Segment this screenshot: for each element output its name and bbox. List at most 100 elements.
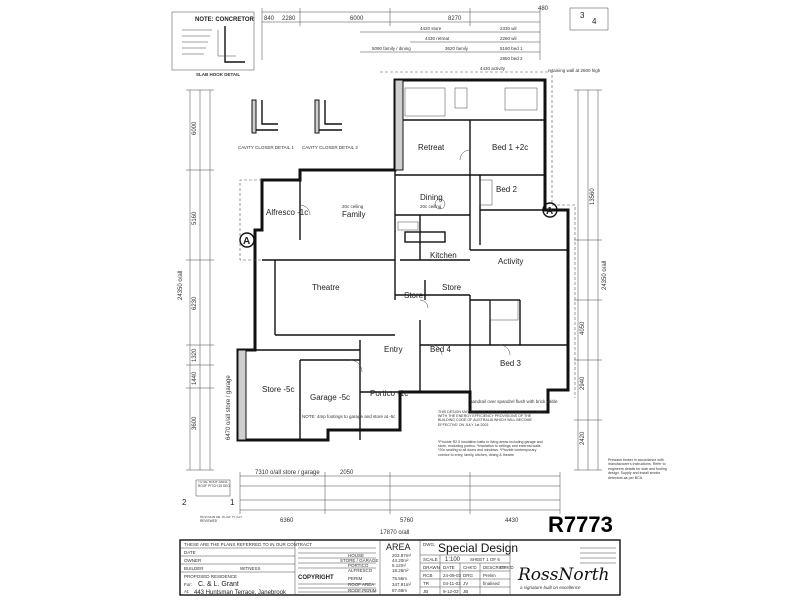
dim-right: 2420 <box>580 431 586 445</box>
dim-right: 24350 o/all <box>602 261 608 290</box>
section-mark: A <box>546 206 553 217</box>
room-label-bed-2: Bed 2 <box>496 185 517 194</box>
proposed-residence-label: PROPOSED RESIDENCE <box>184 574 237 579</box>
dim-bottom: 5760 <box>400 518 414 524</box>
at-label: At: <box>184 589 190 594</box>
external-walls <box>236 78 570 442</box>
room-label-store-garage: Store -5c <box>262 385 294 394</box>
kitchen-sink <box>397 221 419 231</box>
site-address: 443 Huntsman Terrace, Janebrook <box>194 590 287 596</box>
for-label: For: <box>184 582 192 587</box>
door-swing <box>299 149 511 373</box>
client-name: C. & L. Grant <box>198 581 239 588</box>
slab-hook-section <box>224 26 245 63</box>
area-label: PERIM <box>348 576 363 581</box>
rev-cell: 9-12-03 <box>443 589 459 594</box>
dim-left: 5160 <box>192 211 198 225</box>
dim-bottom: 17870 o/all <box>380 530 409 536</box>
rev-cell: 04-11-03 <box>443 581 461 586</box>
title-block-grid <box>180 540 511 595</box>
rev-cell: finalised <box>483 581 500 586</box>
area-value: 347.91m² <box>392 582 412 587</box>
company-logo: RossNorth <box>517 565 610 585</box>
room-label-store: Store <box>442 283 462 292</box>
dim-left: 24350 o/all <box>178 271 184 300</box>
area-table: HOUSE 203.87m² STORE / GARAGE 44.20m² PO… <box>340 553 412 593</box>
slab-hook-reinforcement <box>217 30 236 57</box>
dim-right: 2940 <box>580 376 586 390</box>
area-label: STORE / GARAGE <box>340 558 378 563</box>
roof-note: TOTAL ROOF AREA ROOF PITCH 25 DEG <box>198 481 230 488</box>
dim-top: 3620 family <box>445 46 469 51</box>
dim-left: 6230 <box>192 296 198 310</box>
area-value: 18.26m² <box>392 568 409 573</box>
left-dimension-ticks <box>186 89 214 471</box>
dim-left: 3600 <box>192 416 198 430</box>
cavity-closer-2-brick <box>314 99 320 134</box>
dim-right: 13560 <box>590 188 596 205</box>
garage-footing-note: NOTE: 4mp footings to garage and store a… <box>302 414 396 419</box>
handrail-note: handrail over spandrel flush with brick … <box>470 399 558 404</box>
roof-note-box <box>195 479 231 497</box>
top-dimension-ticks <box>261 8 541 60</box>
bottom-dimension-lines <box>240 475 560 511</box>
section-mark-circle <box>542 202 558 218</box>
drawn-label: DRAWN <box>423 565 440 570</box>
dim-bottom: 7310 o/all store / garage <box>255 470 320 476</box>
section-mark: A <box>243 236 250 247</box>
sheet-corner-number: 4 <box>592 17 597 26</box>
sheet-corner-box <box>569 7 609 31</box>
rev-cell: TR <box>423 581 430 586</box>
slab-hook-label: SLAB HOOK DETAIL <box>196 72 240 77</box>
dim-top: 8270 <box>448 16 462 22</box>
dim-top: 4430 activity <box>480 66 506 71</box>
dim-top: 6000 <box>350 16 364 22</box>
room-label-retreat: Retreat <box>418 143 445 152</box>
dim-bottom: 6360 <box>280 518 294 524</box>
area-value: 5.12m² <box>392 563 407 568</box>
rev-cell: JB <box>423 589 428 594</box>
roof-overhang-line <box>380 71 576 398</box>
dim-top: 4430 retreat <box>425 36 450 41</box>
bathroom-fixtures <box>489 299 519 321</box>
dim-left: 6000 <box>192 121 198 135</box>
rev-cell: JV <box>463 581 468 586</box>
scale-label: SCALE <box>423 557 438 562</box>
ensuite-fixtures <box>404 87 446 117</box>
rev-cell: DRG <box>463 573 473 578</box>
insulation-note: *Provide R2.5 insulation batts to living… <box>438 440 543 457</box>
sheet-notes-frame: Prewash timber in accordance with manufa… <box>608 458 667 480</box>
room-label-portico: Portico -1c <box>370 389 408 398</box>
dim-top: 2850 bed 2 <box>500 56 523 61</box>
rev-header: CHK'D <box>463 565 477 570</box>
dim-bottom: 2050 <box>340 470 354 476</box>
room-label-store: Store <box>404 291 424 300</box>
bottom-dimension-ticks <box>239 472 561 514</box>
garage-wall-hatch <box>237 349 247 441</box>
rev-cell: Prelim <box>483 573 496 578</box>
company-tagline: a signature built on excellence <box>520 585 581 590</box>
scale-value: 1:100 <box>445 557 461 563</box>
dim-store-side: 6470 o/all store / garage <box>226 375 232 440</box>
wir-shelving <box>454 87 468 109</box>
rev-cell: RCB <box>423 573 433 578</box>
kitchen-island <box>404 231 446 243</box>
room-label-dining: Dining <box>420 193 443 202</box>
area-label: PORTICO <box>348 563 369 568</box>
dim-right: 4050 <box>580 321 586 335</box>
room-label-activity: Activity <box>498 257 523 266</box>
area-value: 44.20m² <box>392 558 409 563</box>
dim-top: 5090 family / dining <box>372 46 411 51</box>
dim-left: 1320 <box>192 348 198 362</box>
room-label-family-ceiling: 20c ceiling <box>342 204 364 209</box>
room-label-dining-ceiling: 20c ceiling <box>420 204 442 209</box>
revision-note-frame: REVISION No. ROOF PITCH REVIEWED <box>200 516 242 523</box>
room-label-entry: Entry <box>384 345 403 354</box>
room-label-bed-1: Bed 1 +2c <box>492 143 528 152</box>
checked-label: CHK'D <box>500 565 514 570</box>
insulation-note-frame: *Provide R2.5 insulation batts to living… <box>438 440 543 457</box>
drawing-title: Special Design <box>438 541 518 555</box>
left-dimension-lines <box>189 90 211 470</box>
dwg-label: DWG. <box>423 542 435 547</box>
